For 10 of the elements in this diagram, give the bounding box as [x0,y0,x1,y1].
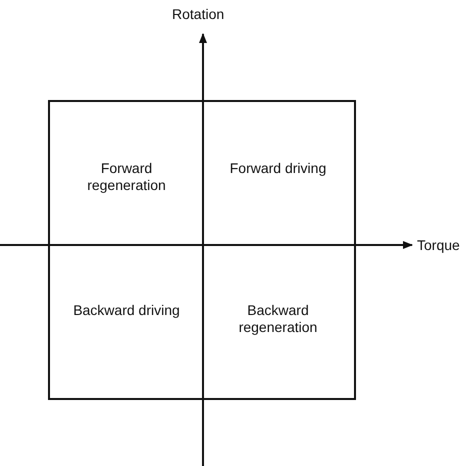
axis-label: Torque [417,237,460,254]
quadrant-label: Forward driving [228,160,328,177]
quadrant-region [202,244,356,400]
quadrant-region [202,100,356,245]
quadrant-label: Backward driving [72,302,181,319]
quadrant-label: Backward regeneration [238,302,318,336]
quadrant-region [48,100,203,245]
quadrant-label: Forward regeneration [86,160,167,194]
quadrant-region [48,244,203,400]
axis-label: Rotation [172,6,224,23]
